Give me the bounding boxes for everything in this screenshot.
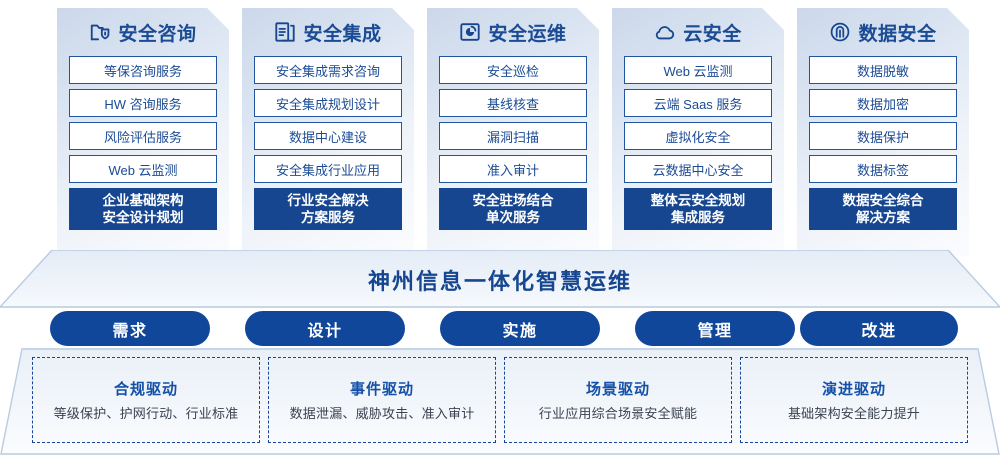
column-title: 云安全 — [683, 23, 742, 45]
service-item[interactable]: 安全巡检 — [439, 56, 587, 84]
phase-pill-label: 管理 — [697, 322, 733, 340]
solution-highlight-line: 单次服务 — [486, 210, 540, 225]
service-item[interactable]: 云数据中心安全 — [624, 155, 772, 183]
fingerprint-icon — [829, 21, 851, 43]
capability-column-1: 安全咨询等保咨询服务 HW 咨询服务风险评估服务 Web 云监测企业基础架构安全设计… — [57, 8, 229, 256]
solution-highlight-line: 集成服务 — [671, 210, 725, 225]
phase-pill-3[interactable]: 实施 — [440, 311, 600, 346]
driver-subtitle: 行业应用综合场景安全赋能 — [538, 406, 698, 421]
driver-title: 演进驱动 — [821, 381, 886, 398]
solution-highlight[interactable]: 行业安全解决方案服务 — [254, 188, 402, 230]
column-header: 安全集成 — [254, 8, 402, 56]
service-item[interactable]: 漏洞扫描 — [439, 122, 587, 150]
solution-highlight-line: 解决方案 — [856, 210, 910, 225]
service-item[interactable]: 安全集成需求咨询 — [254, 56, 402, 84]
service-item[interactable]: 基线核查 — [439, 89, 587, 117]
driver-subtitle: 基础架构安全能力提升 — [787, 406, 920, 421]
solution-highlight[interactable]: 安全驻场结合单次服务 — [439, 188, 587, 230]
service-item[interactable]: 安全集成行业应用 — [254, 155, 402, 183]
column-title: 数据安全 — [858, 23, 937, 45]
driver-box-4[interactable]: 演进驱动基础架构安全能力提升 — [740, 357, 968, 443]
solution-highlight-line: 数据安全综合 — [842, 193, 924, 208]
cloud-icon — [654, 21, 676, 43]
service-item[interactable]: 数据保护 — [809, 122, 957, 150]
phase-pill-1[interactable]: 需求 — [50, 311, 210, 346]
phase-pill-label: 实施 — [502, 322, 538, 340]
driver-subtitle: 等级保护、护网行动、行业标准 — [53, 406, 239, 421]
service-item[interactable]: 数据脱敏 — [809, 56, 957, 84]
service-item[interactable]: 数据中心建设 — [254, 122, 402, 150]
service-item[interactable]: Web 云监测 — [69, 155, 217, 183]
column-header: 安全运维 — [439, 8, 587, 56]
capability-column-2: 安全集成安全集成需求咨询安全集成规划设计数据中心建设安全集成行业应用行业安全解决… — [242, 8, 414, 256]
phase-pill-label: 设计 — [307, 322, 343, 340]
service-item[interactable]: 安全集成规划设计 — [254, 89, 402, 117]
service-item[interactable]: Web 云监测 — [624, 56, 772, 84]
driver-boxes: 合规驱动等级保护、护网行动、行业标准事件驱动数据泄漏、威胁攻击、准入审计场景驱动… — [0, 348, 1000, 455]
solution-highlight-line: 方案服务 — [301, 210, 355, 225]
column-title: 安全咨询 — [118, 23, 197, 45]
capability-column-4: 云安全 Web 云监测云端 Saas 服务虚拟化安全云数据中心安全整体云安全规划集… — [612, 8, 784, 256]
capability-column-3: 安全运维安全巡检基线核查漏洞扫描准入审计安全驻场结合单次服务 — [427, 8, 599, 256]
phase-pill-4[interactable]: 管理 — [635, 311, 795, 346]
service-item[interactable]: 等保咨询服务 — [69, 56, 217, 84]
column-title: 安全集成 — [303, 23, 382, 45]
phase-pill-2[interactable]: 设计 — [245, 311, 405, 346]
platform-banner: 神州信息一体化智慧运维 — [0, 250, 1000, 308]
driver-box-3[interactable]: 场景驱动行业应用综合场景安全赋能 — [504, 357, 732, 443]
service-item[interactable]: 准入审计 — [439, 155, 587, 183]
driver-title: 场景驱动 — [585, 381, 650, 398]
service-item[interactable]: 数据加密 — [809, 89, 957, 117]
service-item[interactable]: 云端 Saas 服务 — [624, 89, 772, 117]
driver-title: 事件驱动 — [349, 381, 414, 398]
platform-banner-title: 神州信息一体化智慧运维 — [367, 269, 632, 294]
service-item[interactable]: 数据标签 — [809, 155, 957, 183]
service-item[interactable]: HW 咨询服务 — [69, 89, 217, 117]
monitor-chart-icon — [459, 21, 481, 43]
solution-highlight[interactable]: 数据安全综合解决方案 — [809, 188, 957, 230]
phase-pill-label: 改进 — [861, 322, 897, 340]
driver-box-2[interactable]: 事件驱动数据泄漏、威胁攻击、准入审计 — [268, 357, 496, 443]
column-header: 数据安全 — [809, 8, 957, 56]
driver-subtitle: 数据泄漏、威胁攻击、准入审计 — [289, 406, 475, 421]
solution-highlight-line: 安全设计规划 — [102, 210, 184, 225]
solution-highlight-line: 整体云安全规划 — [650, 193, 746, 208]
solution-highlight-line: 安全驻场结合 — [472, 193, 554, 208]
column-title: 安全运维 — [488, 23, 567, 45]
phase-pill-label: 需求 — [112, 322, 148, 340]
phase-pills: 需求 设计 实施 管理 改进 — [0, 311, 1000, 347]
solution-highlight[interactable]: 企业基础架构安全设计规划 — [69, 188, 217, 230]
service-item[interactable]: 风险评估服务 — [69, 122, 217, 150]
phase-pill-5[interactable]: 改进 — [800, 311, 958, 346]
documents-stack-icon — [274, 21, 296, 43]
capability-columns: 安全咨询等保咨询服务 HW 咨询服务风险评估服务 Web 云监测企业基础架构安全设计… — [0, 0, 1000, 258]
solution-highlight-line: 行业安全解决 — [287, 193, 369, 208]
driver-title: 合规驱动 — [113, 381, 178, 398]
column-header: 安全咨询 — [69, 8, 217, 56]
column-header: 云安全 — [624, 8, 772, 56]
service-item[interactable]: 虚拟化安全 — [624, 122, 772, 150]
solution-highlight[interactable]: 整体云安全规划集成服务 — [624, 188, 772, 230]
capability-column-5: 数据安全数据脱敏数据加密数据保护数据标签数据安全综合解决方案 — [797, 8, 969, 256]
solution-highlight-line: 企业基础架构 — [102, 193, 184, 208]
driver-box-1[interactable]: 合规驱动等级保护、护网行动、行业标准 — [32, 357, 260, 443]
folder-shield-icon — [89, 21, 111, 43]
